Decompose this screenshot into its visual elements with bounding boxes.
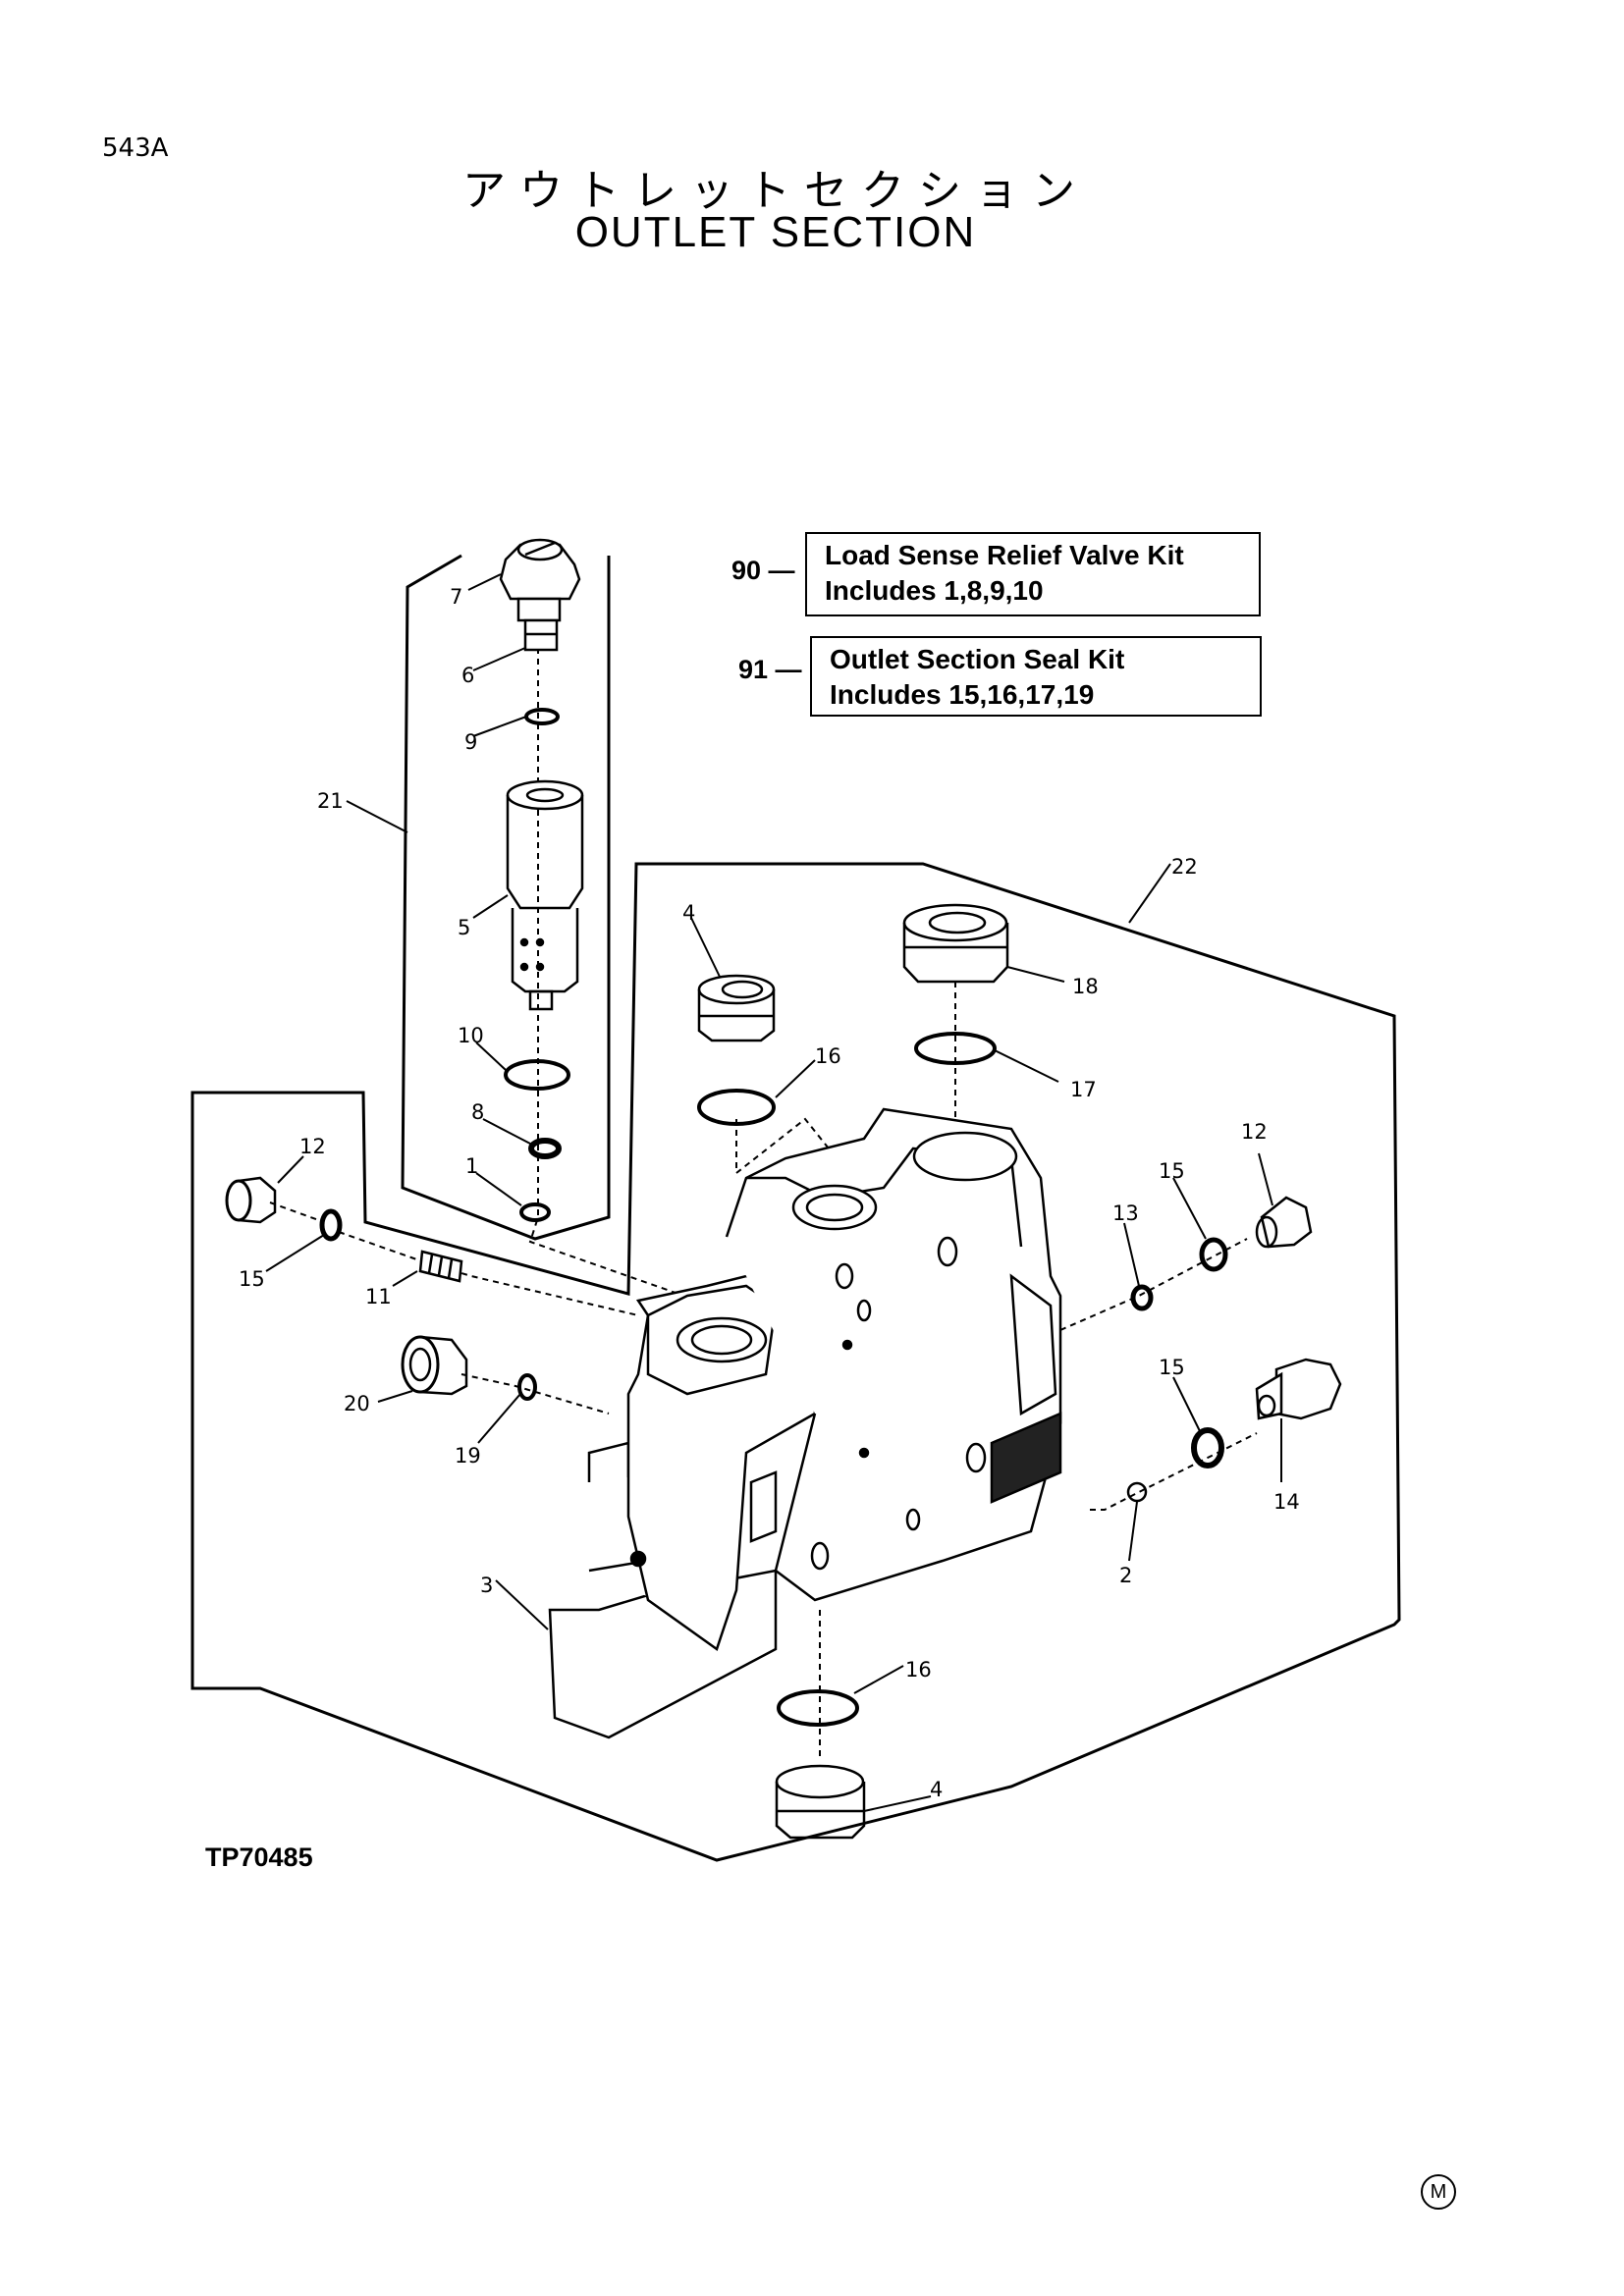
callout-15-right-b: 15: [1159, 1356, 1185, 1379]
part-4-top-plug: [697, 974, 776, 1042]
part-5-valve-body: [506, 779, 584, 1011]
callout-21: 21: [317, 789, 344, 813]
part-10-oring: [504, 1059, 570, 1091]
part-7-cap: [499, 538, 581, 622]
part-15-left-oring: [319, 1208, 343, 1242]
callout-22: 22: [1171, 855, 1198, 879]
callout-15-left: 15: [239, 1267, 265, 1291]
callout-12-right: 12: [1241, 1120, 1268, 1144]
figure-code: TP70485: [205, 1842, 313, 1872]
part-18-plug: [902, 903, 1009, 984]
housing-port-3: [810, 1541, 830, 1571]
callout-15-right-a: 15: [1159, 1159, 1185, 1183]
dash-line-12-left: [269, 1201, 325, 1223]
part-6-stem: [523, 618, 559, 652]
kit-90-box: Load Sense Relief Valve Kit Includes 1,8…: [805, 532, 1261, 616]
callout-17: 17: [1070, 1078, 1097, 1101]
part-4-bottom-plug: [775, 1764, 866, 1840]
part-8-ring: [528, 1138, 562, 1159]
callout-6: 6: [461, 664, 474, 687]
part-9-oring: [524, 708, 560, 725]
housing-port-6: [905, 1508, 921, 1531]
callout-3: 3: [480, 1574, 493, 1597]
part-2-ball: [1126, 1481, 1148, 1503]
dash-line-20: [460, 1373, 610, 1415]
part-3-valve-housing: [548, 1107, 1062, 1739]
part-20-plug: [401, 1335, 468, 1396]
callout-10: 10: [458, 1024, 484, 1047]
callout-16-bottom: 16: [905, 1658, 932, 1682]
callout-16-top: 16: [815, 1044, 841, 1068]
part-16-bottom-oring: [777, 1689, 859, 1727]
kit-90-includes: Includes 1,8,9,10: [825, 575, 1044, 606]
part-16-top-oring: [697, 1089, 776, 1126]
kit-91-includes: Includes 15,16,17,19: [830, 679, 1095, 710]
callout-1: 1: [465, 1154, 478, 1178]
kit-90-number: 90 —: [731, 556, 795, 585]
callout-18: 18: [1072, 975, 1099, 998]
part-1-ring: [519, 1202, 551, 1222]
callout-9: 9: [464, 730, 477, 754]
callout-4-top: 4: [682, 901, 695, 925]
callout-8: 8: [471, 1100, 484, 1124]
callout-5: 5: [458, 916, 470, 939]
group-22-frame: [190, 862, 1401, 1862]
housing-hole-2: [841, 1339, 853, 1351]
housing-port-4: [835, 1262, 854, 1290]
callout-19: 19: [455, 1444, 481, 1468]
kit-91-title: Outlet Section Seal Kit: [830, 644, 1125, 674]
dash-line-right-bottom: [1090, 1432, 1258, 1511]
kit-90-title: Load Sense Relief Valve Kit: [825, 540, 1184, 570]
housing-hole-3: [858, 1447, 870, 1459]
title-japanese: アウトレットセクション: [462, 166, 1089, 216]
page-title: OUTLET SECTION: [574, 208, 977, 256]
part-13-plug: [1130, 1284, 1154, 1311]
callout-11: 11: [365, 1285, 392, 1308]
part-15-right-oring-a: [1199, 1237, 1228, 1272]
leader-lines: [265, 573, 1282, 1812]
kit-91-number: 91 —: [738, 655, 802, 684]
callout-2: 2: [1119, 1564, 1132, 1587]
group-21-frame: [401, 554, 611, 1241]
callout-4-bottom: 4: [930, 1778, 943, 1801]
trademark-symbol: M: [1421, 2174, 1456, 2210]
housing-port-5: [856, 1299, 872, 1322]
housing-port-1: [937, 1236, 958, 1267]
callout-20: 20: [344, 1392, 370, 1415]
valve-centerline: [528, 648, 713, 1307]
callout-13: 13: [1112, 1201, 1139, 1225]
part-12-right-plug: [1255, 1196, 1313, 1249]
dash-line-11: [338, 1231, 639, 1316]
dash-line-right-top: [1059, 1238, 1248, 1331]
page-id: 543A: [102, 133, 169, 163]
dash-line-4-top: [735, 1117, 845, 1176]
housing-hole-1: [629, 1550, 647, 1568]
housing-port-2: [965, 1442, 987, 1473]
callout-7: 7: [450, 585, 462, 609]
callout-14: 14: [1273, 1490, 1300, 1514]
callout-12-left: 12: [299, 1135, 326, 1158]
part-14-fitting: [1255, 1358, 1342, 1420]
part-11-setscrew: [418, 1250, 463, 1283]
kit-91-box: Outlet Section Seal Kit Includes 15,16,1…: [810, 636, 1262, 717]
part-12-left-plug: [225, 1176, 277, 1224]
part-15-right-oring-b: [1191, 1427, 1224, 1468]
part-19-oring: [517, 1373, 537, 1401]
